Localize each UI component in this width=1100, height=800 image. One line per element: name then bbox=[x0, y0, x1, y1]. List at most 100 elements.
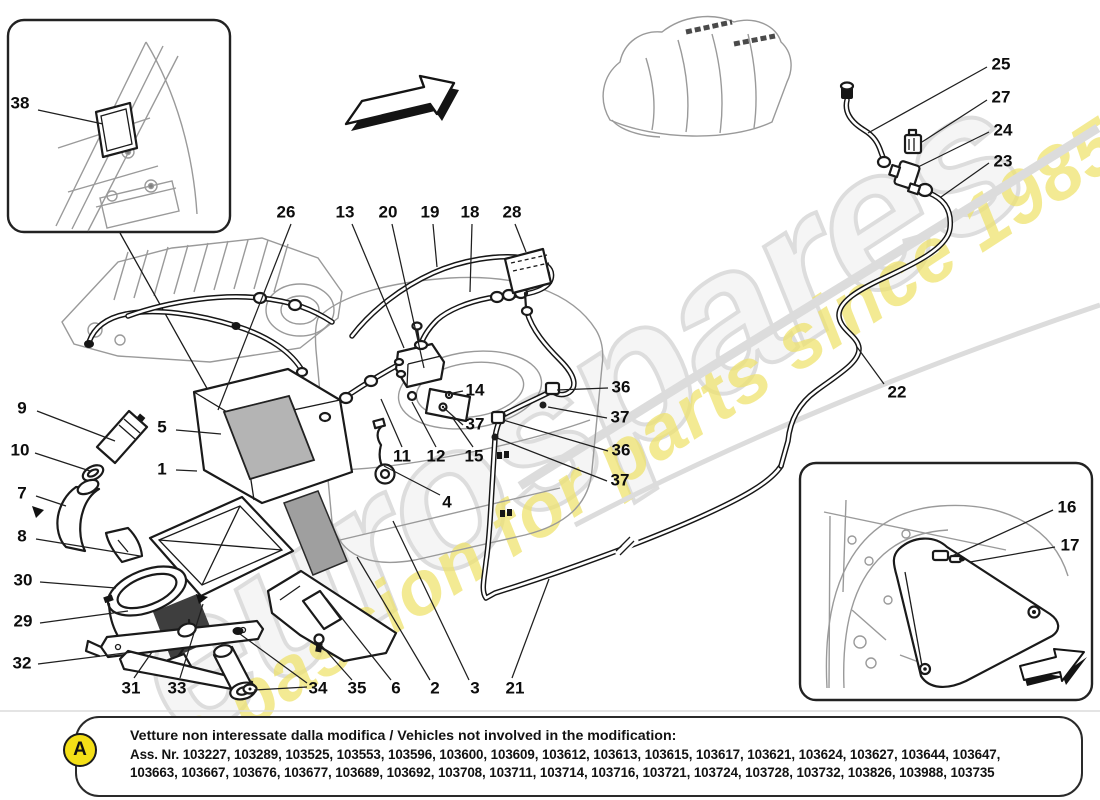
flow-arrow-icon bbox=[32, 506, 44, 518]
leader-line-21 bbox=[511, 578, 550, 679]
leader-line-18 bbox=[469, 223, 473, 293]
part-label-12[interactable]: 12 bbox=[426, 446, 446, 466]
leader-line-33 bbox=[179, 603, 204, 679]
leader-line-6 bbox=[325, 597, 392, 681]
part-label-14[interactable]: 14 bbox=[465, 380, 485, 400]
leader-line-19 bbox=[432, 223, 438, 268]
intake-manifold bbox=[602, 15, 792, 138]
tee-connector-24 bbox=[888, 160, 922, 196]
part-label-4[interactable]: 4 bbox=[442, 492, 452, 512]
part-label-5[interactable]: 5 bbox=[157, 417, 167, 437]
part-label-18[interactable]: 18 bbox=[460, 202, 480, 222]
part-label-26[interactable]: 26 bbox=[276, 202, 296, 222]
leader-line-3 bbox=[392, 520, 470, 681]
part-label-24[interactable]: 24 bbox=[993, 120, 1013, 140]
leader-line-37 bbox=[547, 406, 608, 419]
part-label-36[interactable]: 36 bbox=[611, 440, 631, 460]
pipe-clips-36-37 bbox=[490, 381, 561, 441]
leader-line-14 bbox=[447, 390, 464, 395]
part-label-22[interactable]: 22 bbox=[887, 382, 907, 402]
leader-line-36 bbox=[556, 387, 609, 391]
part-38-shield bbox=[94, 101, 139, 159]
part-label-8[interactable]: 8 bbox=[17, 526, 27, 546]
part-label-34[interactable]: 34 bbox=[308, 678, 328, 698]
leader-line-34 bbox=[253, 686, 308, 691]
leader-line-35 bbox=[320, 644, 353, 681]
leader-line-27 bbox=[921, 99, 988, 143]
note-badge-A: A bbox=[63, 733, 97, 767]
part-label-11[interactable]: 11 bbox=[393, 446, 411, 466]
modification-note-box: Vetture non interessate dalla modifica /… bbox=[75, 716, 1083, 797]
part-label-37[interactable]: 37 bbox=[465, 414, 485, 434]
leader-line-4 bbox=[383, 465, 441, 496]
part-label-9[interactable]: 9 bbox=[17, 398, 27, 418]
inset-body-pillar bbox=[6, 18, 232, 418]
leader-line-5 bbox=[175, 429, 222, 435]
leader-line-23 bbox=[940, 162, 990, 198]
part-label-17[interactable]: 17 bbox=[1060, 535, 1080, 555]
part-label-29[interactable]: 29 bbox=[13, 611, 33, 631]
canister-band-5 bbox=[222, 394, 316, 481]
leader-line-9 bbox=[36, 410, 116, 442]
leader-line-26 bbox=[217, 223, 292, 411]
leader-line-12 bbox=[411, 401, 437, 448]
part-label-36[interactable]: 36 bbox=[611, 377, 631, 397]
direction-arrow-inset-icon bbox=[1019, 648, 1087, 686]
cover-clip-16 bbox=[931, 549, 950, 562]
part-label-31[interactable]: 31 bbox=[121, 678, 141, 698]
leader-line-20 bbox=[391, 223, 425, 369]
part-label-30[interactable]: 30 bbox=[13, 570, 33, 590]
leader-line-7 bbox=[35, 495, 67, 507]
leader-line-22 bbox=[856, 346, 885, 385]
part-label-10[interactable]: 10 bbox=[10, 440, 30, 460]
leader-line-1 bbox=[175, 469, 198, 472]
part-label-6[interactable]: 6 bbox=[391, 678, 401, 698]
part-label-1[interactable]: 1 bbox=[157, 459, 167, 479]
note-line-3: 103663, 103667, 103676, 103677, 103689, … bbox=[130, 765, 995, 780]
note-line-2: Ass. Nr. 103227, 103289, 103525, 103553,… bbox=[130, 746, 1001, 762]
pipe-clip-27 bbox=[903, 128, 923, 155]
leader-line-34 bbox=[239, 633, 308, 684]
part-label-23[interactable]: 23 bbox=[993, 151, 1013, 171]
leader-line-11 bbox=[380, 398, 403, 448]
leader-line-15 bbox=[451, 416, 474, 448]
leader-line-25 bbox=[867, 66, 988, 134]
leader-line-29 bbox=[39, 610, 129, 624]
part-label-16[interactable]: 16 bbox=[1057, 497, 1077, 517]
part-label-37[interactable]: 37 bbox=[610, 470, 630, 490]
leader-line-31 bbox=[133, 651, 153, 679]
part-label-20[interactable]: 20 bbox=[378, 202, 398, 222]
part-label-32[interactable]: 32 bbox=[12, 653, 32, 673]
leader-line-37 bbox=[496, 437, 608, 482]
part-label-7[interactable]: 7 bbox=[17, 483, 27, 503]
inset-leader-line bbox=[119, 232, 224, 418]
part-label-35[interactable]: 35 bbox=[347, 678, 367, 698]
part-label-21[interactable]: 21 bbox=[505, 678, 525, 698]
part-label-33[interactable]: 33 bbox=[167, 678, 187, 698]
part-label-3[interactable]: 3 bbox=[470, 678, 480, 698]
part-label-37[interactable]: 37 bbox=[610, 407, 630, 427]
part-label-28[interactable]: 28 bbox=[502, 202, 522, 222]
vapor-hoses bbox=[89, 100, 950, 598]
part-label-25[interactable]: 25 bbox=[991, 54, 1011, 74]
part-label-13[interactable]: 13 bbox=[335, 202, 355, 222]
part-label-2[interactable]: 2 bbox=[430, 678, 440, 698]
canister-inlet-parts bbox=[32, 409, 149, 564]
part-label-19[interactable]: 19 bbox=[420, 202, 440, 222]
part-label-15[interactable]: 15 bbox=[464, 446, 484, 466]
leader-line-28 bbox=[514, 223, 527, 253]
leader-lines bbox=[34, 66, 1056, 691]
part-label-27[interactable]: 27 bbox=[991, 87, 1011, 107]
part-label-38[interactable]: 38 bbox=[10, 93, 30, 113]
flow-arrow-icon bbox=[196, 594, 208, 604]
leader-line-37 bbox=[443, 407, 464, 426]
support-bracket bbox=[266, 569, 398, 663]
leader-line-24 bbox=[917, 131, 990, 168]
leader-line-32 bbox=[37, 651, 134, 665]
leader-line-13 bbox=[351, 223, 405, 349]
leader-line-17 bbox=[969, 546, 1056, 563]
note-line-1: Vetture non interessate dalla modifica /… bbox=[130, 728, 677, 744]
vent-valve-28 bbox=[503, 247, 553, 317]
multifunction-valve bbox=[393, 321, 446, 402]
